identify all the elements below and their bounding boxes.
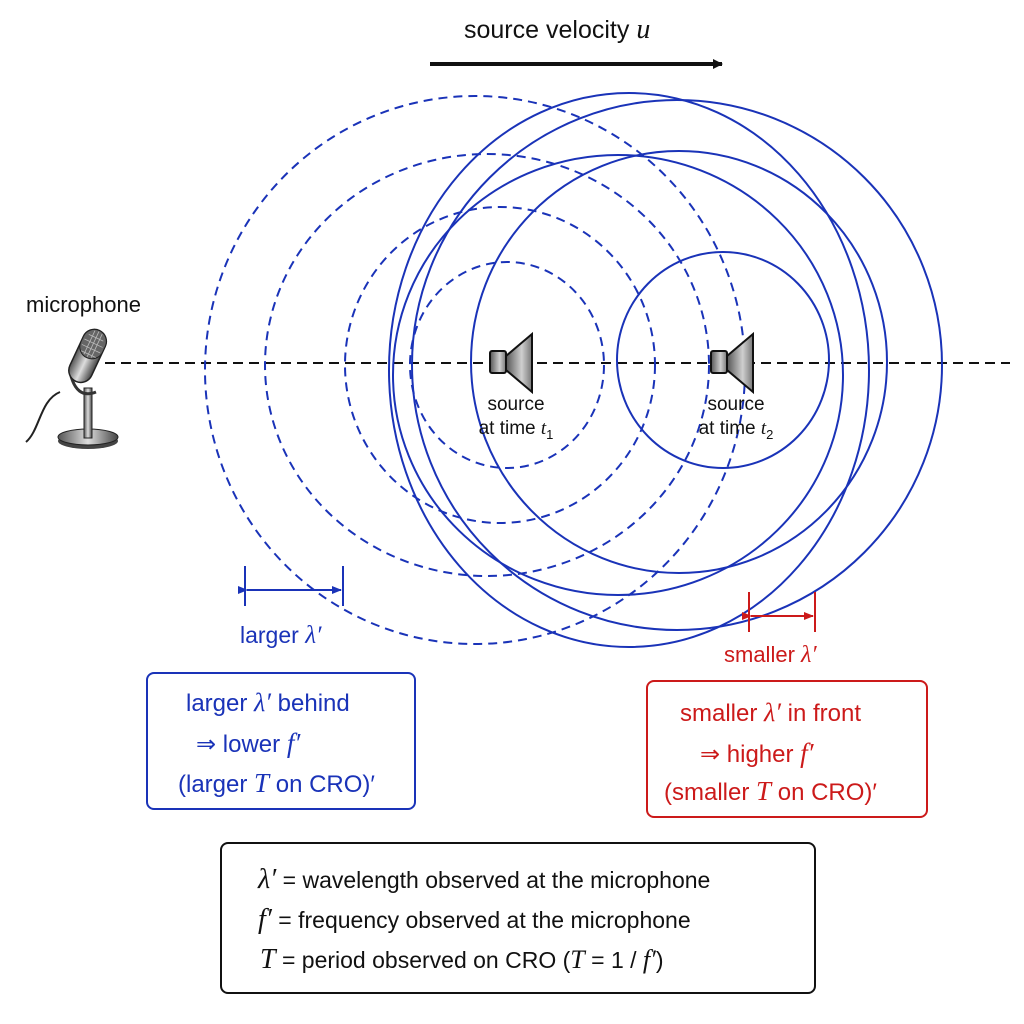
solid-wavefront-1 bbox=[616, 251, 830, 469]
velocity-label: source velocity u bbox=[464, 14, 650, 46]
source-t2-label: source at time t2 bbox=[690, 393, 782, 447]
front-line-2: ⇒ higher f′ bbox=[700, 738, 814, 768]
dashed-wavefronts bbox=[204, 95, 746, 645]
smaller-lambda-label: smaller λ′ bbox=[724, 642, 817, 668]
solid-wavefront-3 bbox=[411, 99, 943, 631]
velocity-symbol: u bbox=[636, 14, 651, 45]
legend-row-frequency: f′ = frequency observed at the microphon… bbox=[258, 904, 691, 935]
solid-wavefront-4 bbox=[392, 154, 844, 596]
speaker-icon-t2 bbox=[710, 331, 754, 395]
larger-lambda-label: larger λ′ bbox=[240, 622, 322, 649]
front-line-3: (smaller T on CRO)′ bbox=[664, 776, 877, 806]
microphone-icon bbox=[25, 328, 119, 449]
legend-row-period: T = period observed on CRO (T = 1 / f′) bbox=[260, 944, 664, 975]
behind-line-2: ⇒ lower f′ bbox=[196, 728, 301, 758]
dashed-wavefront-2 bbox=[344, 206, 656, 524]
front-line-1: smaller λ′ in front bbox=[680, 698, 862, 727]
source-t1-line1: source bbox=[487, 394, 545, 415]
dashed-wavefront-1 bbox=[409, 261, 605, 469]
behind-line-1: larger λ′ behind bbox=[186, 688, 350, 717]
smaller-lambda-marker bbox=[742, 592, 816, 632]
solid-wavefronts bbox=[392, 99, 943, 631]
microphone-label: microphone bbox=[26, 292, 141, 317]
source-t1-line2: at time t1 bbox=[478, 418, 554, 442]
behind-line-3: (larger T on CRO)′ bbox=[178, 768, 375, 798]
legend-box: λ′ = wavelength observed at the micropho… bbox=[220, 842, 816, 994]
front-box: smaller λ′ in front ⇒ higher f′ (smaller… bbox=[646, 680, 928, 818]
behind-box: larger λ′ behind ⇒ lower f′ (larger T on… bbox=[146, 672, 416, 810]
speaker-icon-t1 bbox=[489, 331, 533, 395]
source-t1-label: source at time t1 bbox=[470, 393, 562, 447]
solid-wavefront-2 bbox=[470, 150, 888, 574]
dashed-wavefront-4 bbox=[204, 95, 746, 645]
dashed-wavefront-3 bbox=[264, 153, 710, 577]
source-t2-line2: at time t2 bbox=[698, 418, 774, 442]
source-t2-line1: source bbox=[707, 394, 765, 415]
legend-row-lambda: λ′ = wavelength observed at the micropho… bbox=[258, 864, 711, 895]
solid-wavefront-outer bbox=[388, 92, 870, 648]
larger-lambda-marker bbox=[238, 566, 344, 606]
velocity-text: source velocity bbox=[464, 16, 630, 44]
